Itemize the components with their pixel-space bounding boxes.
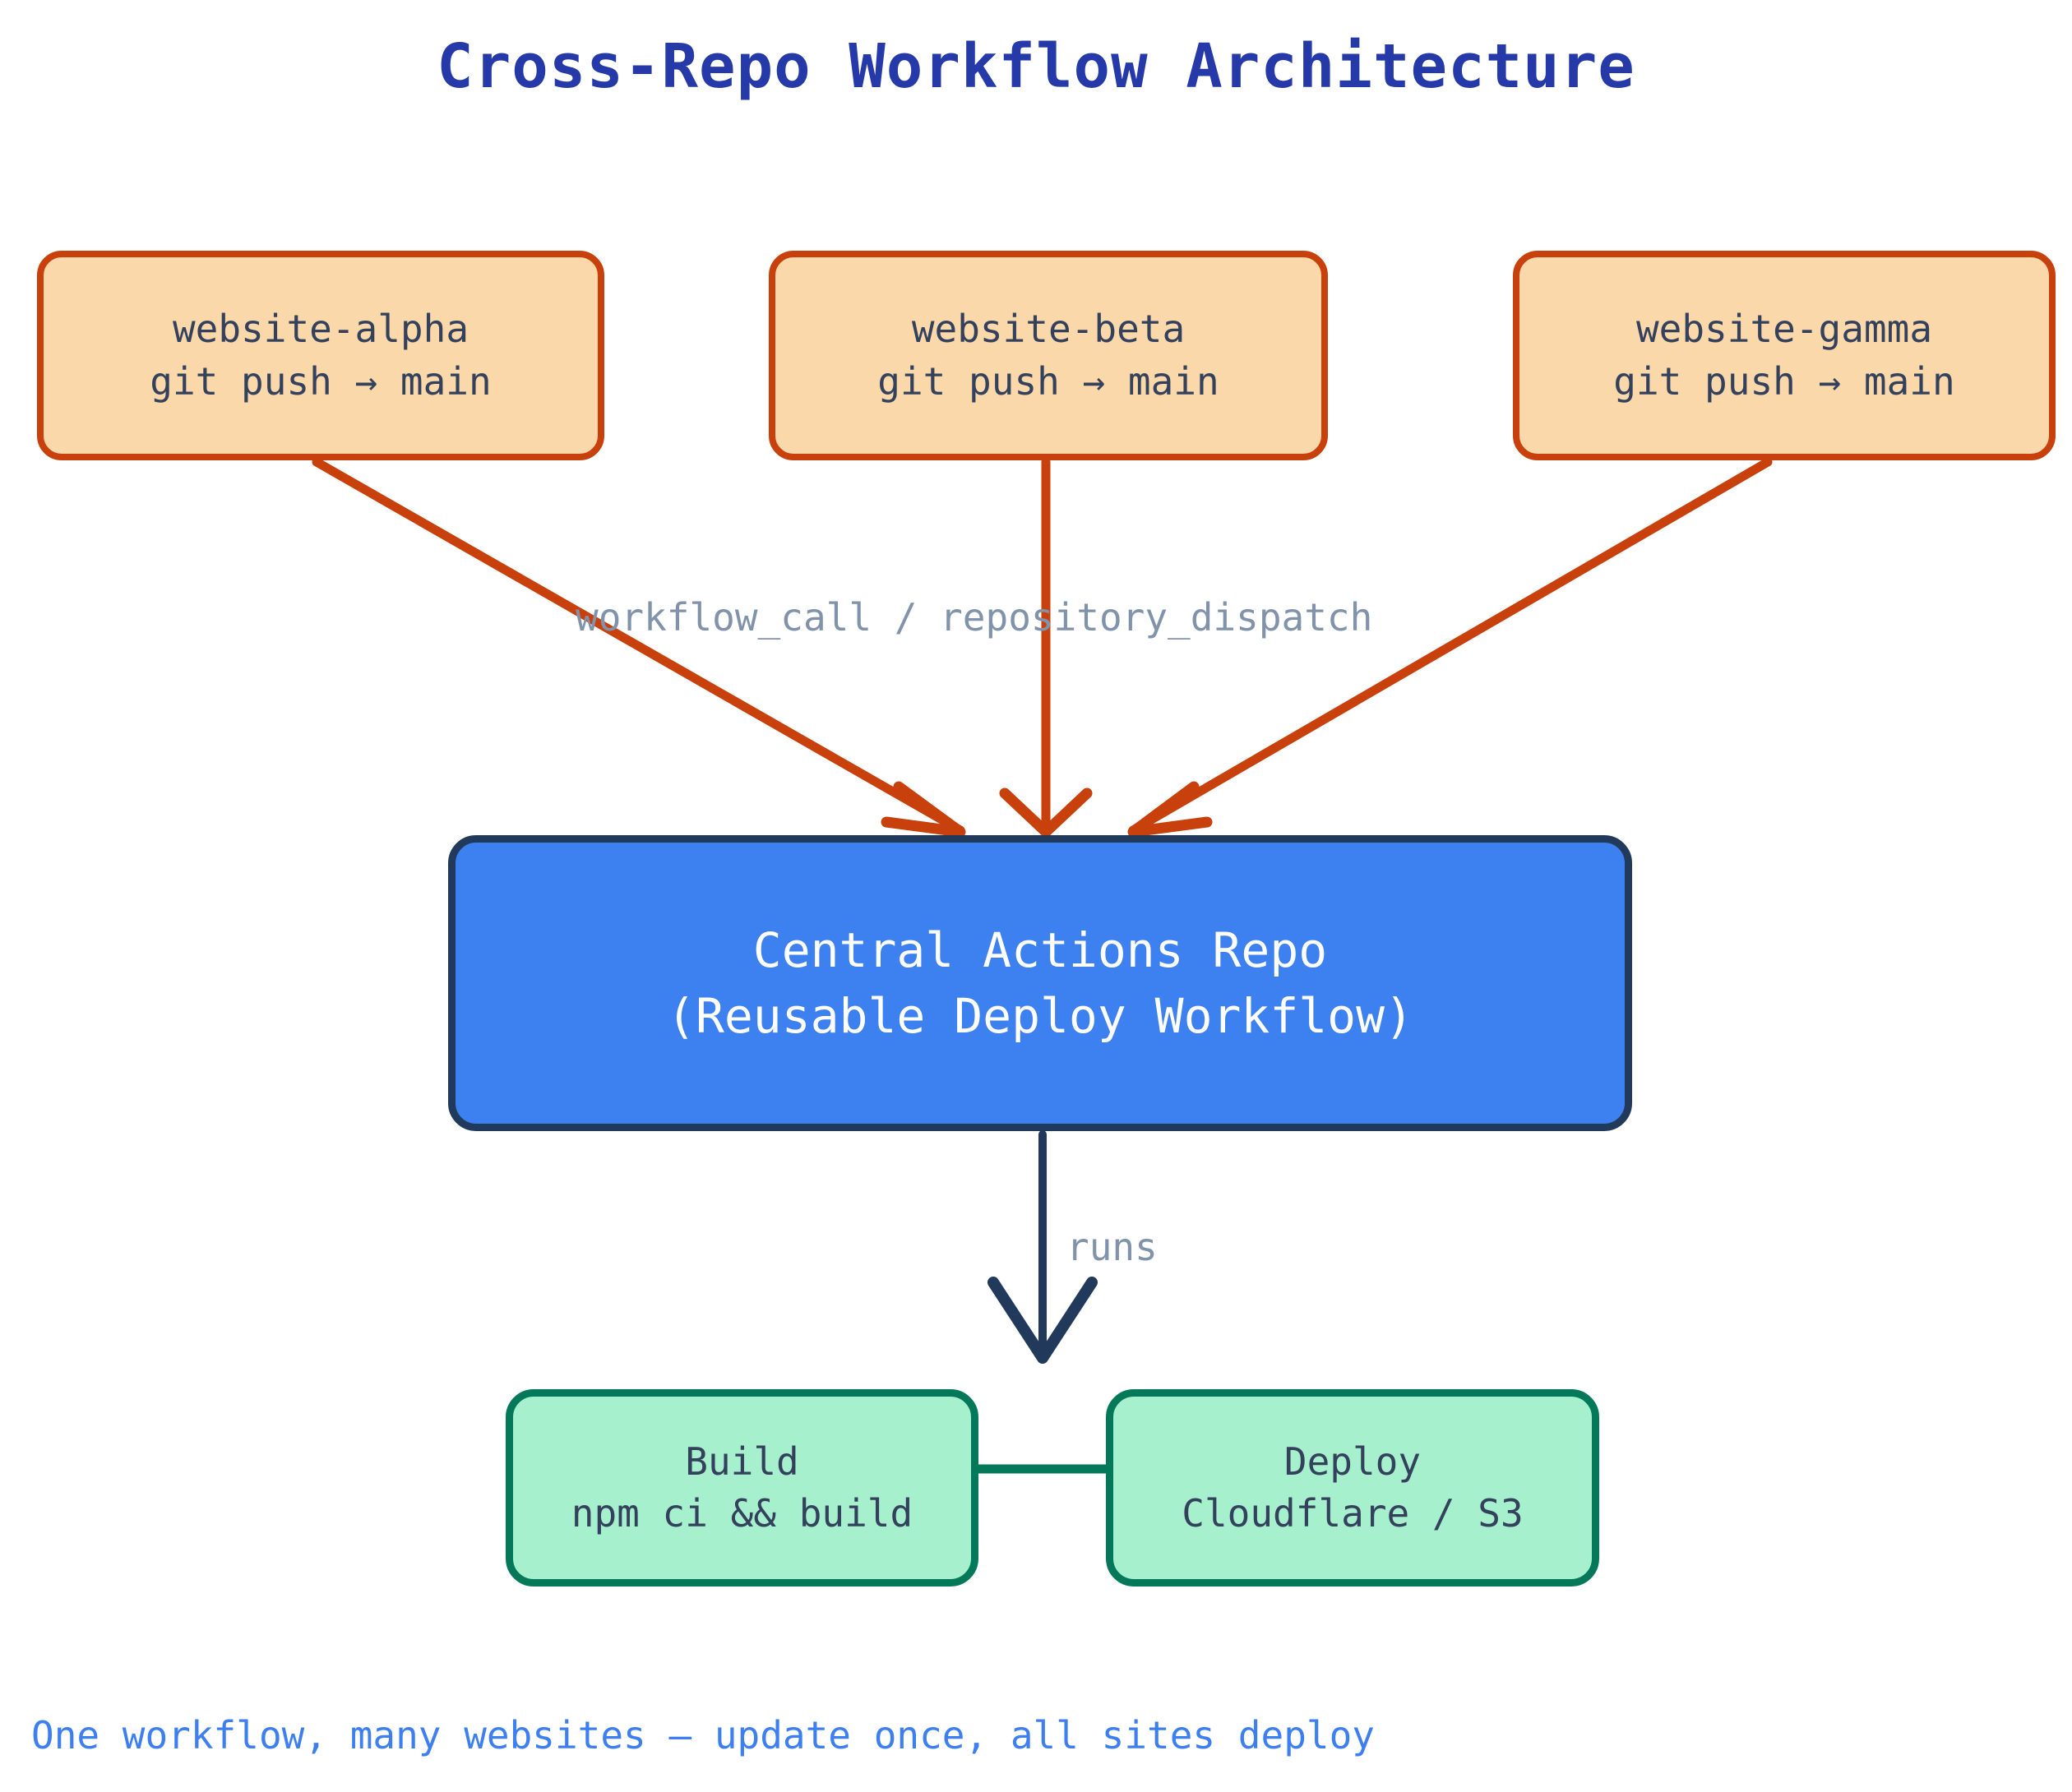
- node-beta-subtitle: git push → main: [877, 358, 1219, 404]
- edge-label-runs: runs: [1066, 1225, 1158, 1269]
- arrowhead-alpha: [881, 781, 966, 838]
- edge-beta-to-central: [999, 457, 1093, 838]
- node-gamma-subtitle: git push → main: [1613, 358, 1955, 404]
- node-deploy-subtitle: Cloudflare / S3: [1182, 1491, 1524, 1536]
- node-gamma-title: website-gamma: [1635, 307, 1933, 352]
- node-alpha-subtitle: git push → main: [150, 358, 492, 404]
- diagram-caption: One workflow, many websites — update onc…: [31, 1713, 1375, 1757]
- edge-alpha-to-central: [312, 457, 966, 838]
- edge-gamma-to-central: [1127, 457, 1773, 838]
- arrowhead-beta: [999, 787, 1093, 838]
- arrowhead-runs: [987, 1277, 1098, 1364]
- edge-label-dispatch: workflow_call / repository_dispatch: [576, 595, 1373, 640]
- node-beta-title: website-beta: [911, 307, 1186, 352]
- node-deploy[interactable]: Deploy Cloudflare / S3: [1106, 1389, 1599, 1586]
- node-deploy-title: Deploy: [1283, 1439, 1422, 1484]
- node-build-subtitle: npm ci && build: [571, 1491, 913, 1536]
- node-website-gamma[interactable]: website-gamma git push → main: [1513, 251, 2056, 460]
- node-website-beta[interactable]: website-beta git push → main: [769, 251, 1328, 460]
- node-central-actions-repo[interactable]: Central Actions Repo (Reusable Deploy Wo…: [448, 835, 1632, 1131]
- node-build-title: Build: [685, 1439, 799, 1484]
- node-website-alpha[interactable]: website-alpha git push → main: [37, 251, 604, 460]
- node-alpha-title: website-alpha: [172, 307, 469, 352]
- node-build[interactable]: Build npm ci && build: [506, 1389, 978, 1586]
- arrowhead-gamma: [1127, 781, 1213, 838]
- node-central-title: Central Actions Repo: [752, 921, 1328, 978]
- node-central-subtitle: (Reusable Deploy Workflow): [667, 988, 1413, 1044]
- page-title: Cross-Repo Workflow Architecture: [437, 31, 1635, 102]
